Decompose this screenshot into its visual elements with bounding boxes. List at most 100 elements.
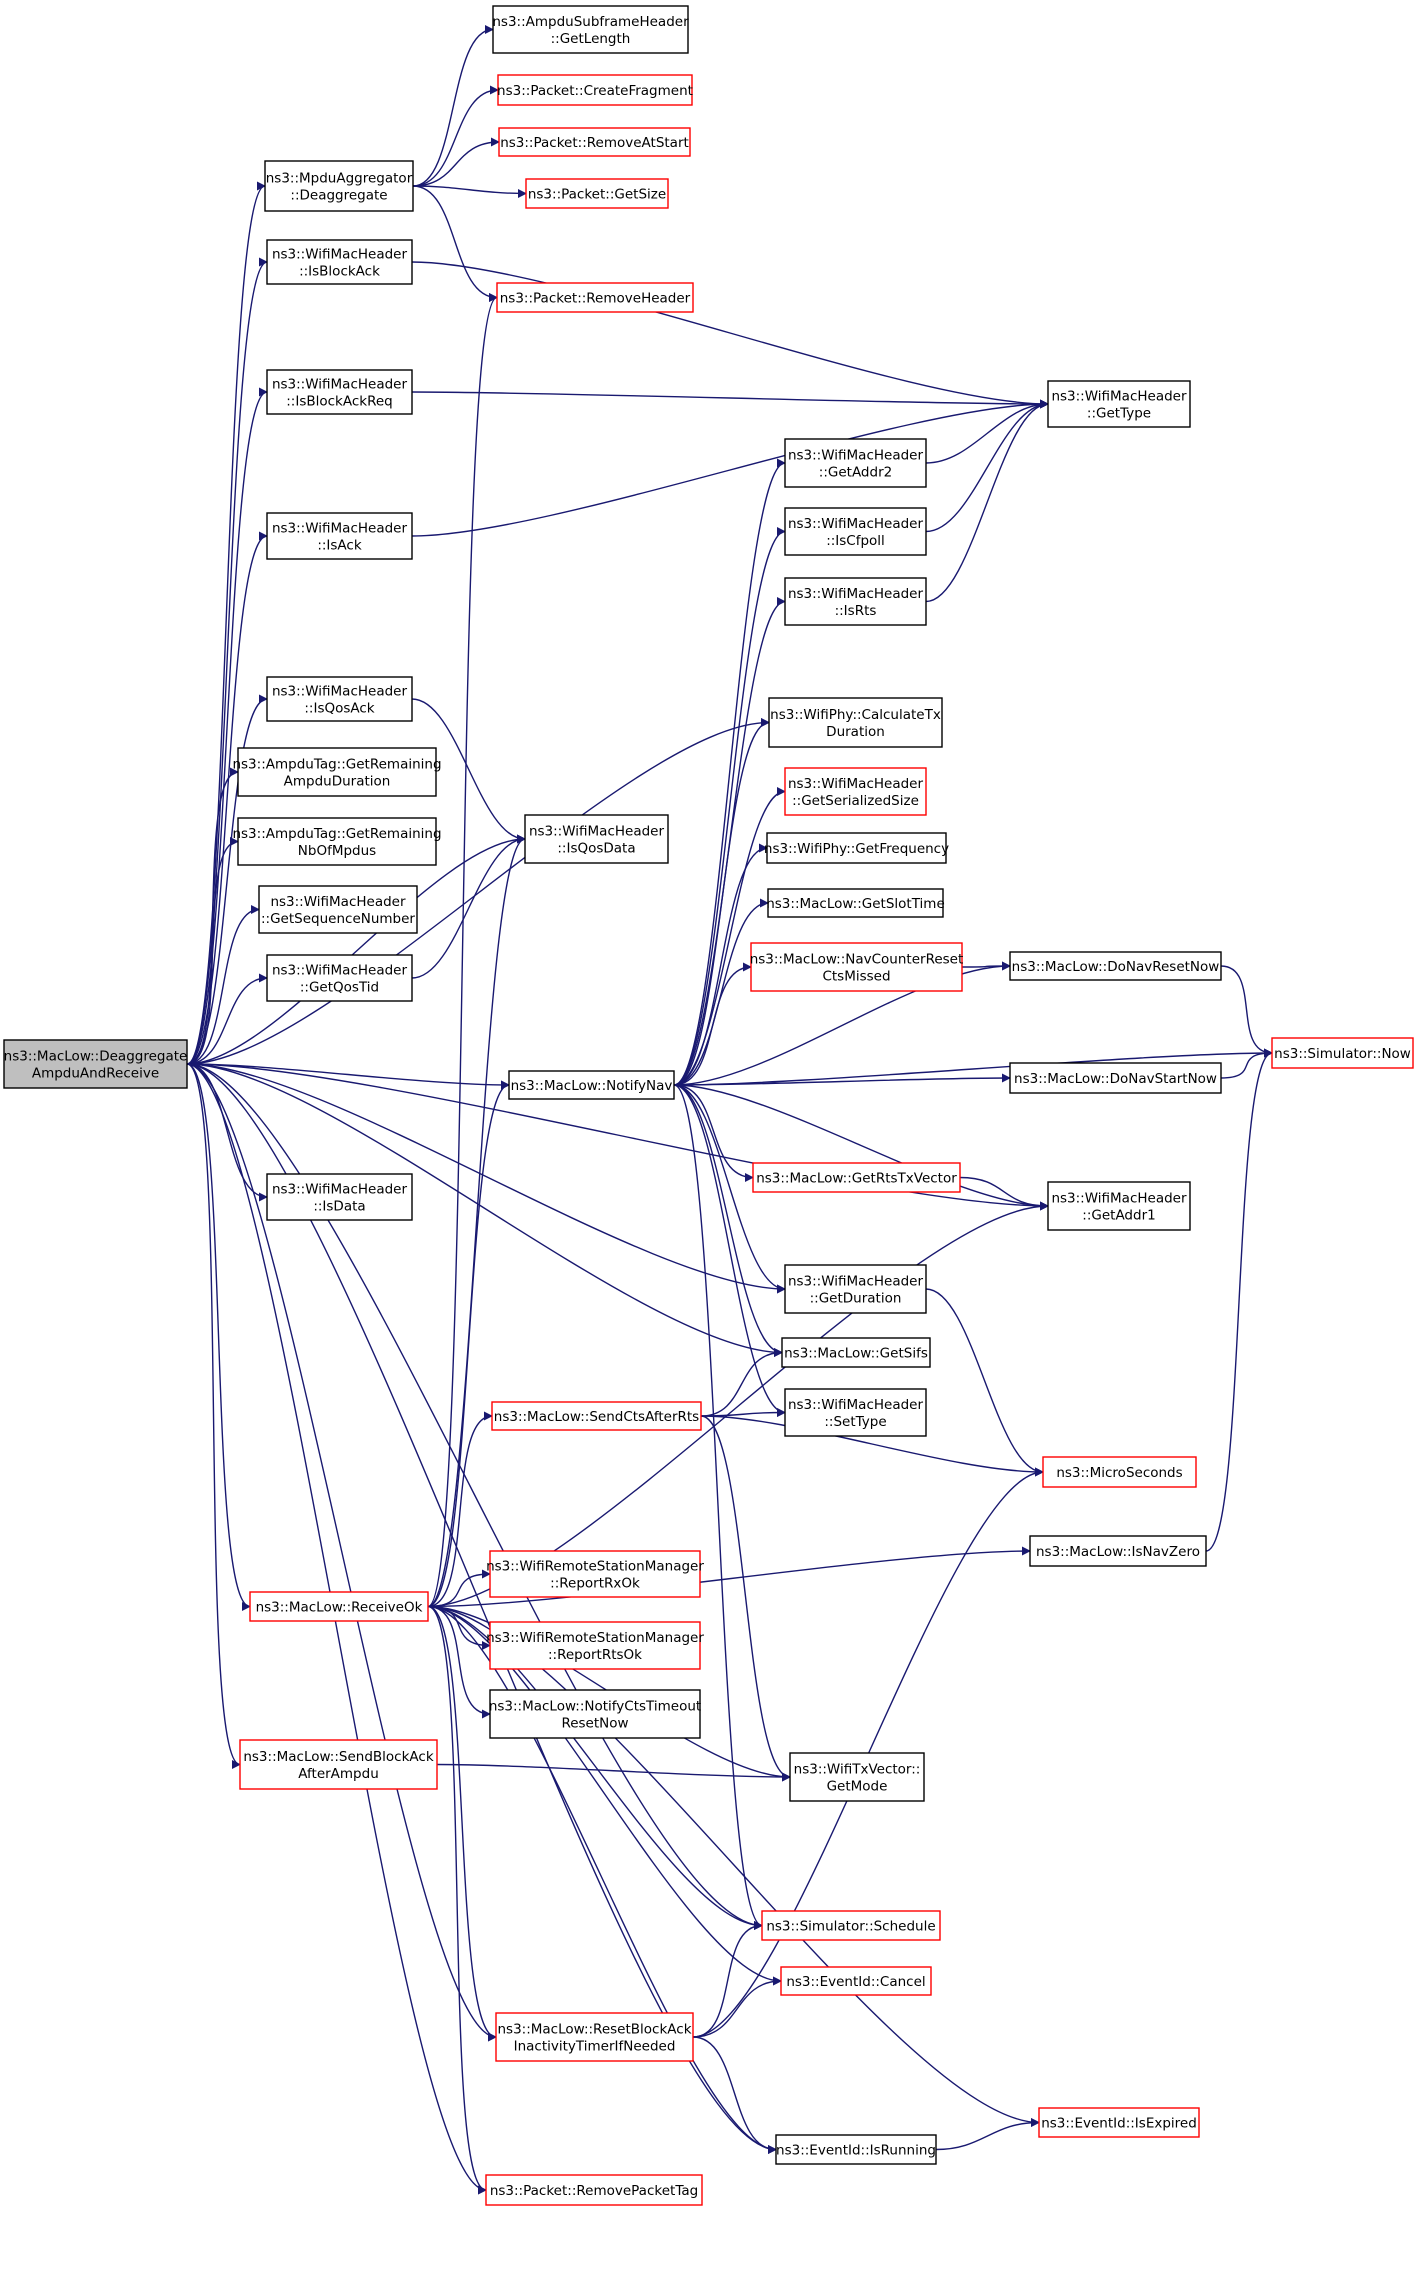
node-box [496,282,694,313]
node-label-line: ns3::MacLow::GetRtsTxVector [756,1170,957,1186]
node-slotTime[interactable]: ns3::MacLow::GetSlotTime [766,888,945,918]
edge-resetBA-to-cancel [692,1976,782,2038]
node-box [525,178,669,209]
edge-root-to-isBlockAckReq [186,387,268,1065]
node-navReset[interactable]: ns3::MacLow::DoNavResetNow [1009,951,1222,981]
node-getAddr1[interactable]: ns3::WifiMacHeader::GetAddr1 [1047,1181,1191,1231]
node-label-line: GetMode [827,1778,888,1794]
node-qosTid[interactable]: ns3::WifiMacHeader::GetQosTid [266,954,413,1002]
edge-sendBA-to-getMode [436,1763,791,1782]
node-subGetLength[interactable]: ns3::AmpduSubframeHeader::GetLength [492,5,689,54]
node-reportRxOk[interactable]: ns3::WifiRemoteStationManager::ReportRxO… [486,1550,704,1598]
edge-line [411,698,526,844]
node-label-line: AmpduDuration [284,773,391,789]
node-receiveOk[interactable]: ns3::MacLow::ReceiveOk [249,1591,429,1622]
node-label-line: ns3::MacLow::ReceiveOk [256,1599,423,1615]
node-box [1042,1456,1197,1488]
node-cancel[interactable]: ns3::EventId::Cancel [780,1966,932,1996]
node-label-line: ::IsRts [835,603,877,619]
node-getMode[interactable]: ns3::WifiTxVector::GetMode [789,1752,925,1802]
node-label-line: NbOfMpdus [298,843,376,859]
edge-line [961,961,1011,971]
edge-root-to-removePktTag [186,1063,487,2195]
node-isNavZero[interactable]: ns3::MacLow::IsNavZero [1029,1535,1207,1567]
edge-line [427,1605,777,2154]
edge-notifyNav-to-setType [673,1084,786,1417]
node-box [752,1162,961,1193]
node-label-line: ns3::WifiMacHeader [788,586,924,602]
edge-line [692,1921,763,2038]
node-resetBA[interactable]: ns3::MacLow::ResetBlockAckInactivityTime… [495,2012,694,2062]
edge-deagg-to-removeHeader [412,185,498,302]
node-micro[interactable]: ns3::MicroSeconds [1042,1456,1197,1488]
node-navStart[interactable]: ns3::MacLow::DoNavStartNow [1009,1062,1222,1094]
node-getRtsTx[interactable]: ns3::MacLow::GetRtsTxVector [752,1162,961,1193]
edge-root-to-sendBA [186,1063,241,1769]
node-label-line: ::IsQosData [557,840,635,856]
node-box [266,954,413,1002]
node-label-line: ns3::Packet::GetSize [528,186,666,202]
node-serSize[interactable]: ns3::WifiMacHeader::GetSerializedSize [784,767,927,816]
node-isQosData[interactable]: ns3::WifiMacHeader::IsQosData [524,814,669,864]
edge-line [925,1288,1044,1477]
edge-resetBA-to-isRunning [692,2036,777,2154]
edge-line [186,387,268,1065]
node-getType[interactable]: ns3::WifiMacHeader::GetType [1047,380,1191,428]
edge-root-to-isRunning [186,1063,777,2154]
node-box [1047,380,1191,428]
node-label-line: ns3::MacLow::Deaggregate [4,1048,188,1064]
node-removeAtStart[interactable]: ns3::Packet::RemoveAtStart [498,127,691,157]
edge-root-to-getAddr1 [186,1063,1049,1211]
edge-line [925,399,1049,603]
node-notifyNav[interactable]: ns3::MacLow::NotifyNav [508,1070,675,1100]
node-isQosAck[interactable]: ns3::WifiMacHeader::IsQosAck [266,676,413,722]
node-schedule[interactable]: ns3::Simulator::Schedule [761,1910,941,1941]
node-isRunning[interactable]: ns3::EventId::IsRunning [775,2134,937,2165]
edge-notifyNav-to-schedule [673,1084,763,1930]
edge-line [436,1763,791,1782]
node-setType[interactable]: ns3::WifiMacHeader::SetType [784,1388,927,1437]
node-sendCts[interactable]: ns3::MacLow::SendCtsAfterRts [491,1401,702,1431]
edge-notifyNav-to-getFreq [673,843,768,1086]
node-box [489,1621,701,1670]
node-isAck[interactable]: ns3::WifiMacHeader::IsAck [266,512,413,560]
node-isCfpoll[interactable]: ns3::WifiMacHeader::IsCfpoll [784,507,927,556]
edge-line [186,1063,777,2154]
edge-getDuration-to-micro [925,1288,1044,1477]
node-getFreq[interactable]: ns3::WifiPhy::GetFrequency [764,832,949,864]
node-getDuration[interactable]: ns3::WifiMacHeader::GetDuration [784,1264,927,1314]
node-isRts[interactable]: ns3::WifiMacHeader::IsRts [784,577,927,626]
node-isExpired[interactable]: ns3::EventId::IsExpired [1038,2107,1200,2138]
node-box [784,1264,927,1314]
node-deagg[interactable]: ns3::MpduAggregator::Deaggregate [264,160,414,212]
node-box [3,1039,188,1089]
node-createFrag[interactable]: ns3::Packet::CreateFragment [497,74,693,106]
node-isData[interactable]: ns3::WifiMacHeader::IsData [266,1173,413,1221]
node-seqNum[interactable]: ns3::WifiMacHeader::GetSequenceNumber [258,885,418,934]
edge-notifyNav-to-isCfpoll [673,527,786,1086]
edge-isBlockAck-to-getType [411,261,1049,409]
node-removeHeader[interactable]: ns3::Packet::RemoveHeader [496,282,694,313]
node-pktGetSize[interactable]: ns3::Packet::GetSize [525,178,669,209]
node-label-line: ns3::AmpduSubframeHeader [492,14,689,30]
edge-notifyNav-to-getSifs [673,1084,783,1357]
node-isBlockAckReq[interactable]: ns3::WifiMacHeader::IsBlockAckReq [266,369,413,415]
node-removePktTag[interactable]: ns3::Packet::RemovePacketTag [485,2174,703,2206]
node-simNow[interactable]: ns3::Simulator::Now [1271,1037,1414,1069]
node-isBlockAck[interactable]: ns3::WifiMacHeader::IsBlockAck [266,239,413,285]
edge-root-to-seqNum [186,905,260,1065]
node-box [237,747,437,797]
node-label-line: ::GetSequenceNumber [261,911,415,927]
edge-line [935,2118,1040,2151]
node-reportRtsOk[interactable]: ns3::WifiRemoteStationManager::ReportRts… [486,1621,704,1670]
edge-line [700,1415,1044,1477]
node-getSifs[interactable]: ns3::MacLow::GetSifs [781,1337,931,1368]
node-getAddr2[interactable]: ns3::WifiMacHeader::GetAddr2 [784,438,927,488]
edge-deagg-to-subGetLength [412,25,494,187]
